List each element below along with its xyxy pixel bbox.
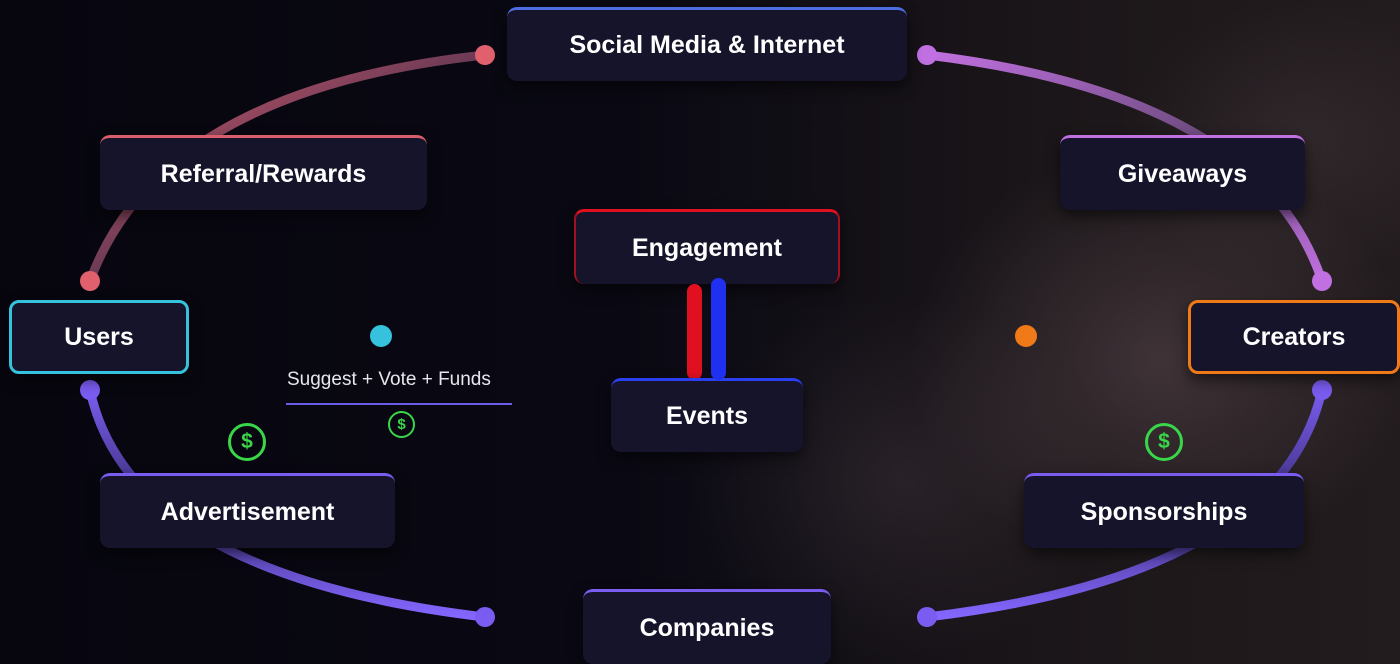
node-sponsorships: Sponsorships bbox=[1024, 473, 1304, 548]
ring-dot bbox=[475, 607, 495, 627]
creators-line-dot bbox=[1015, 325, 1037, 347]
events-connector-bar bbox=[711, 278, 726, 380]
users-line-dot bbox=[370, 325, 392, 347]
dollar-coin-icon: $ bbox=[228, 423, 266, 461]
ring-dot bbox=[80, 271, 100, 291]
ring-dot bbox=[917, 607, 937, 627]
node-engagement: Engagement bbox=[574, 209, 840, 284]
ring-dot bbox=[917, 45, 937, 65]
node-giveaways: Giveaways bbox=[1060, 135, 1305, 210]
ring-dot bbox=[80, 380, 100, 400]
node-creators: Creators bbox=[1188, 300, 1400, 374]
node-social-media: Social Media & Internet bbox=[507, 7, 907, 81]
ring-dot bbox=[1312, 380, 1332, 400]
ring-dot bbox=[475, 45, 495, 65]
node-advertisement: Advertisement bbox=[100, 473, 395, 548]
node-referral-rewards: Referral/Rewards bbox=[100, 135, 427, 210]
engagement-connector-bar bbox=[687, 284, 702, 380]
node-companies: Companies bbox=[583, 589, 831, 664]
flow-caption: Suggest + Vote + Funds bbox=[287, 369, 491, 390]
node-users: Users bbox=[9, 300, 189, 374]
dollar-coin-icon: $ bbox=[388, 411, 415, 438]
ring-arc-top-left bbox=[85, 50, 490, 286]
ring-dot bbox=[1312, 271, 1332, 291]
node-events: Events bbox=[611, 378, 803, 452]
ring-arc-top-right bbox=[922, 50, 1327, 286]
dollar-coin-icon: $ bbox=[1145, 423, 1183, 461]
